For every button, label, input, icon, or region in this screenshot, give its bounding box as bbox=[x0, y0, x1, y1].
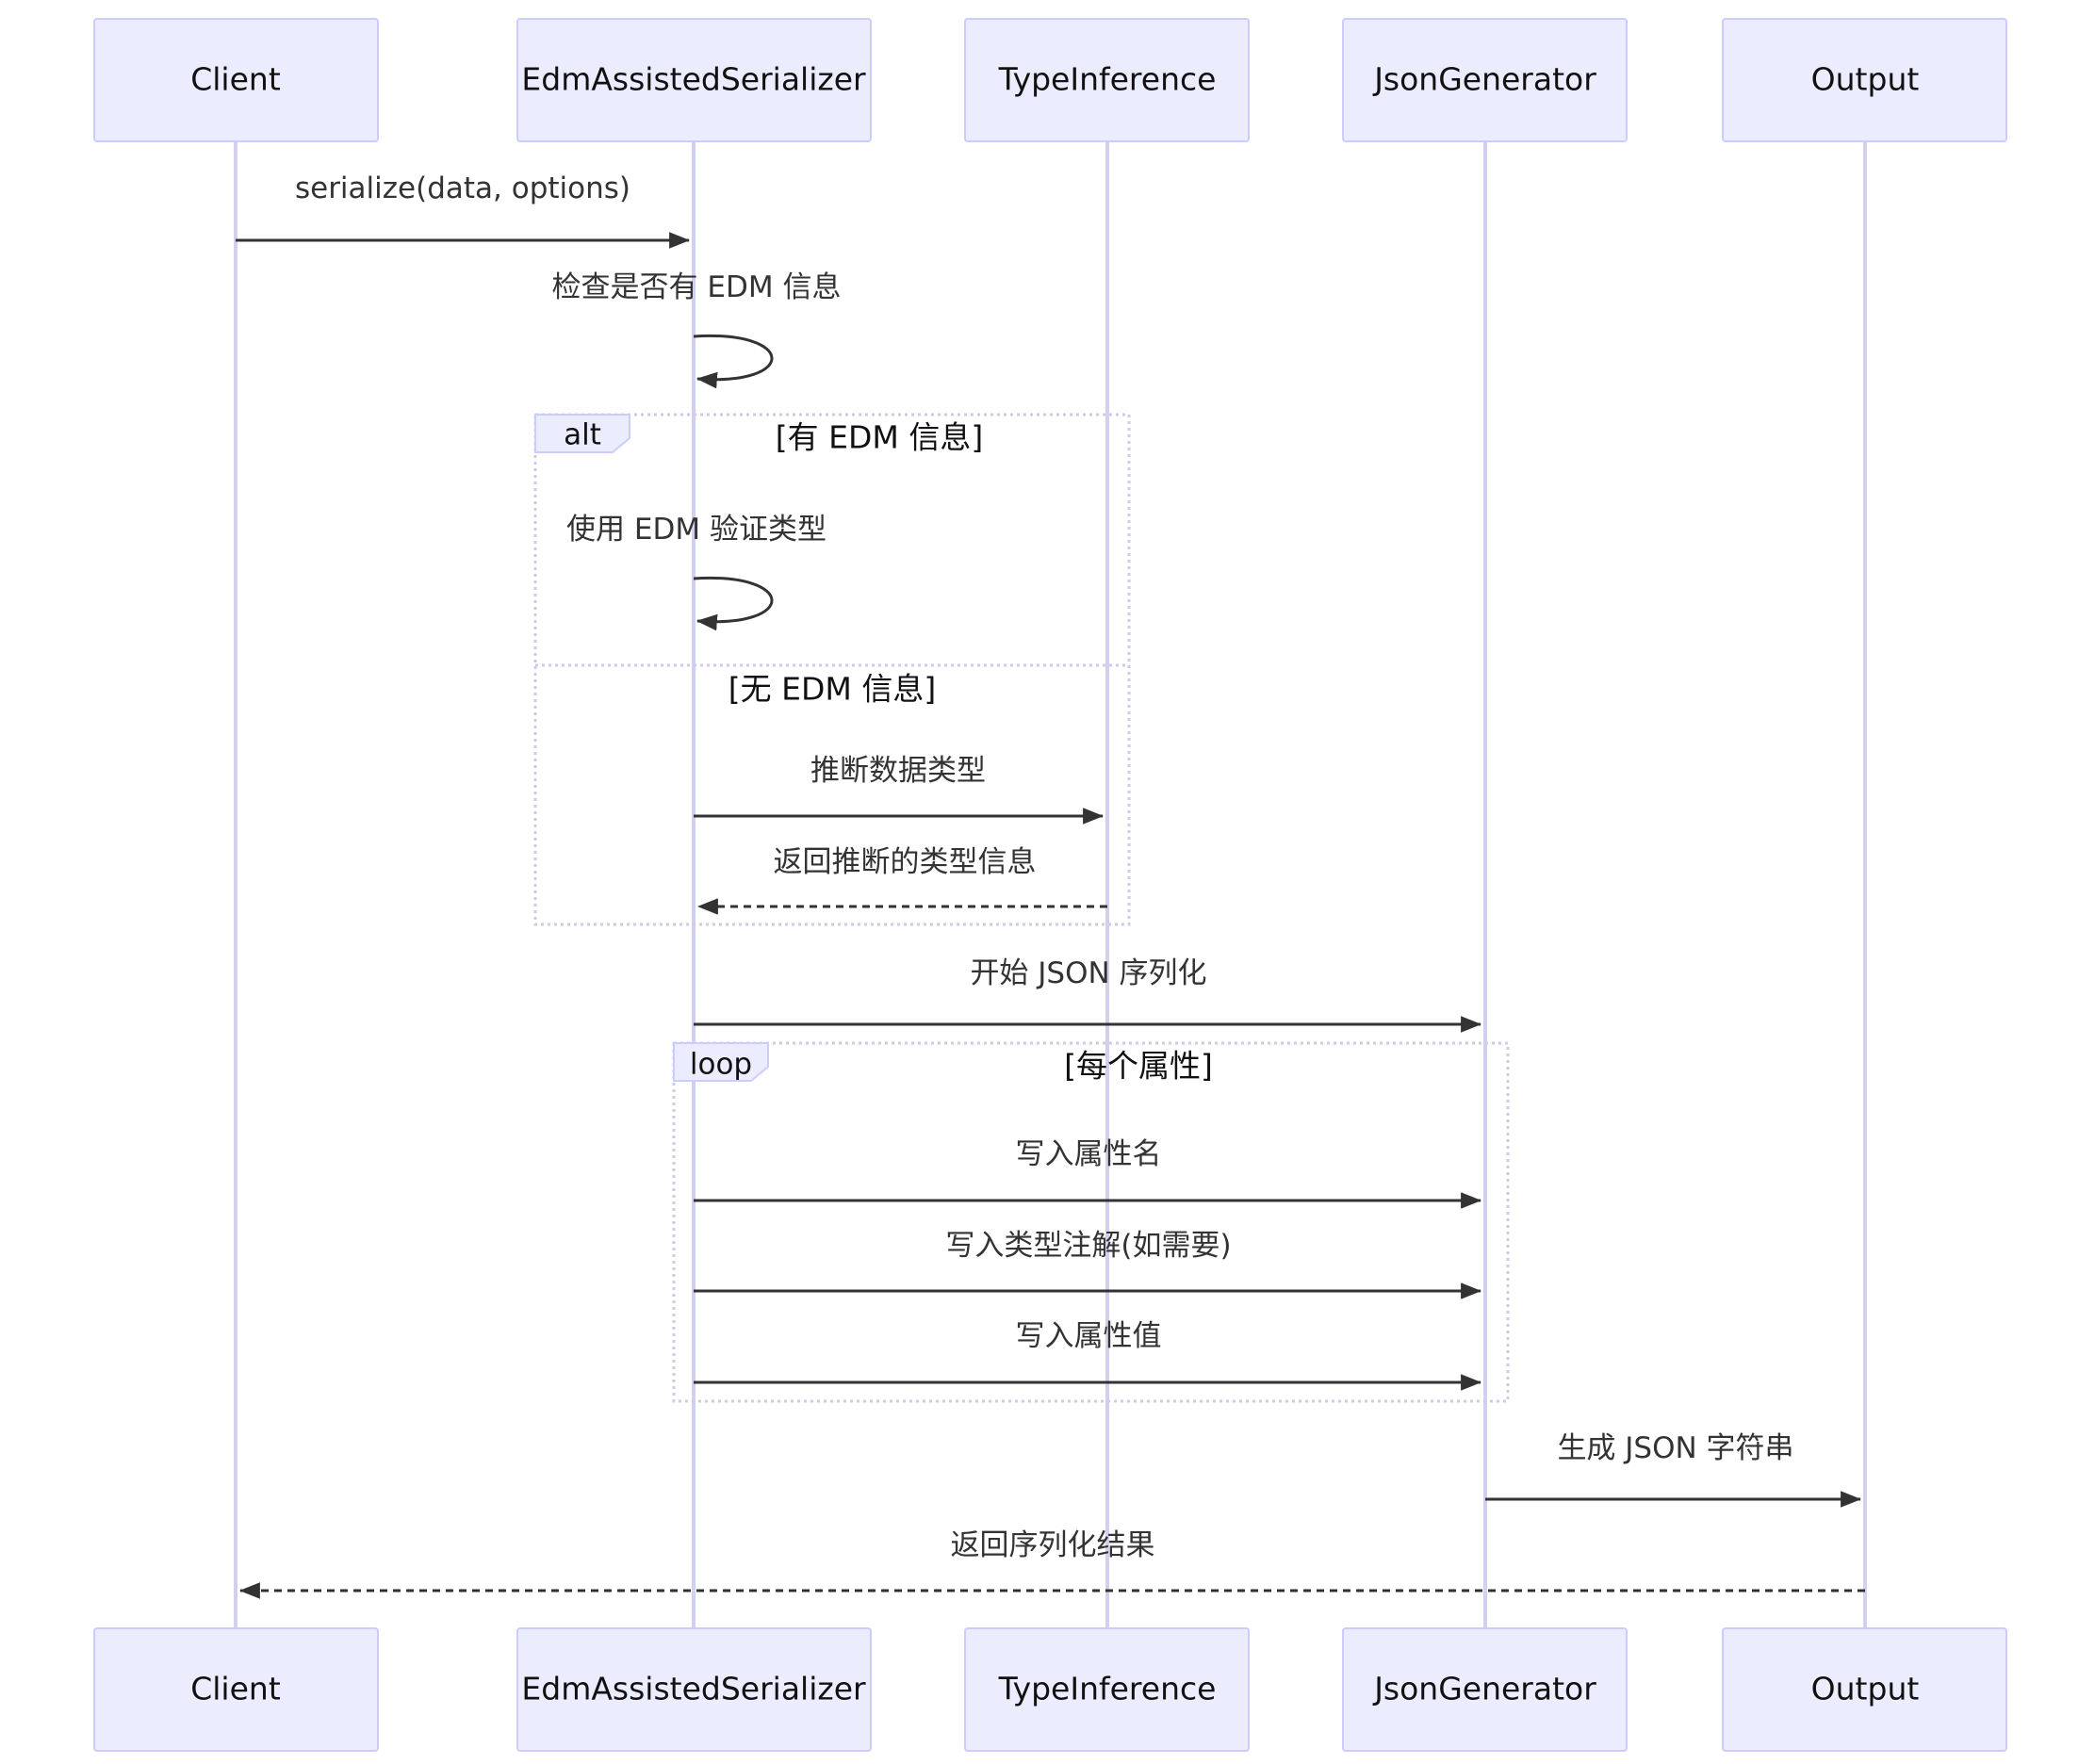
message-label: 写入属性名 bbox=[1016, 1137, 1162, 1171]
message-start-json: 开始 JSON 序列化 bbox=[694, 956, 1482, 1033]
actor-output-bottom: Output bbox=[1722, 1627, 2007, 1752]
actor-label: EdmAssistedSerializer bbox=[521, 1671, 866, 1707]
actor-label: Client bbox=[190, 1671, 281, 1707]
message-label: 写入类型注解(如需要) bbox=[945, 1229, 1231, 1263]
message-label: 使用 EDM 验证类型 bbox=[566, 513, 827, 547]
actor-serializer-bottom: EdmAssistedSerializer bbox=[516, 1627, 872, 1752]
actor-label: Output bbox=[1811, 1671, 1920, 1707]
fragment-condition: [无 EDM 信息] bbox=[728, 671, 936, 708]
actor-label: Output bbox=[1811, 61, 1920, 98]
actor-label: JsonGenerator bbox=[1372, 61, 1596, 98]
actor-jsongenerator-top: JsonGenerator bbox=[1342, 18, 1628, 142]
message-label: 生成 JSON 字符串 bbox=[1557, 1431, 1793, 1465]
actor-label: TypeInference bbox=[998, 61, 1217, 98]
fragment-label: loop bbox=[690, 1048, 752, 1082]
alt-fragment: alt [有 EDM 信息] [无 EDM 信息] bbox=[533, 413, 1131, 926]
message-infer-type: 推断数据类型 bbox=[694, 754, 1105, 825]
actor-client-bottom: Client bbox=[93, 1627, 379, 1752]
fragment-label: alt bbox=[564, 418, 601, 452]
message-label: 推断数据类型 bbox=[810, 754, 986, 788]
actor-serializer-top: EdmAssistedSerializer bbox=[516, 18, 872, 142]
message-write-name: 写入属性名 bbox=[694, 1137, 1482, 1209]
fragment-condition: [每个属性] bbox=[1064, 1048, 1213, 1085]
actors-top: Client EdmAssistedSerializer TypeInferen… bbox=[93, 18, 2007, 142]
actor-jsongenerator-bottom: JsonGenerator bbox=[1342, 1627, 1628, 1752]
actor-label: JsonGenerator bbox=[1372, 1671, 1596, 1707]
actor-typeinference-top: TypeInference bbox=[964, 18, 1250, 142]
message-write-annotation: 写入类型注解(如需要) bbox=[694, 1229, 1482, 1299]
message-generate-json: 生成 JSON 字符串 bbox=[1485, 1431, 1862, 1508]
message-label: serialize(data, options) bbox=[295, 172, 630, 205]
actor-label: EdmAssistedSerializer bbox=[521, 61, 866, 98]
actor-label: TypeInference bbox=[998, 1671, 1217, 1707]
fragment-condition: [有 EDM 信息] bbox=[776, 419, 983, 456]
message-label: 写入属性值 bbox=[1016, 1319, 1162, 1353]
message-self-check: 检查是否有 EDM 信息 bbox=[552, 270, 842, 389]
actor-typeinference-bottom: TypeInference bbox=[964, 1627, 1250, 1752]
message-self-validate: 使用 EDM 验证类型 bbox=[566, 513, 827, 631]
actor-output-top: Output bbox=[1722, 18, 2007, 142]
message-return-type: 返回推断的类型信息 bbox=[696, 845, 1107, 915]
message-label: 开始 JSON 序列化 bbox=[970, 956, 1206, 990]
message-label: 检查是否有 EDM 信息 bbox=[552, 270, 842, 304]
message-label: 返回序列化结果 bbox=[951, 1528, 1155, 1562]
message-return-result: 返回序列化结果 bbox=[238, 1528, 1865, 1599]
message-label: 返回推断的类型信息 bbox=[774, 845, 1037, 879]
message-write-value: 写入属性值 bbox=[694, 1319, 1482, 1391]
message-serialize: serialize(data, options) bbox=[236, 172, 691, 249]
actor-client-top: Client bbox=[93, 18, 379, 142]
actor-label: Client bbox=[190, 61, 281, 98]
actors-bottom: Client EdmAssistedSerializer TypeInferen… bbox=[93, 1627, 2007, 1752]
loop-fragment: loop [每个属性] bbox=[672, 1041, 1510, 1403]
lifelines bbox=[234, 141, 1867, 1628]
